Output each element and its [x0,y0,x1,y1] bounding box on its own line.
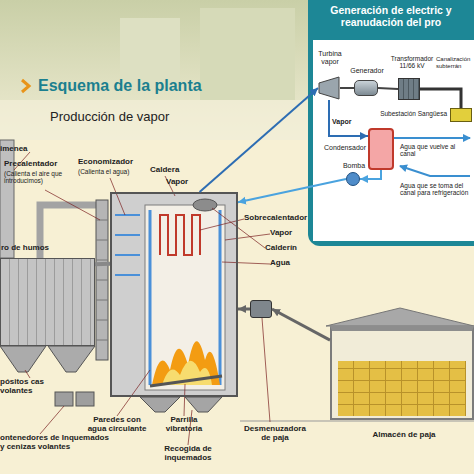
pump: Bomba [346,172,360,186]
node-label: Generador [347,67,387,75]
callout-label: Producción de vapor [50,110,220,125]
callout-label: Precalentador [4,160,84,169]
transformer: Transformador 11/66 kV [398,78,420,100]
callout-label: imenea [0,145,40,154]
connector [420,89,461,108]
leader-line [110,178,125,215]
connector [340,87,354,89]
node-label: Condensador [314,144,366,152]
connector [238,179,346,202]
callout-label: Vapor [166,178,196,187]
chimney [0,140,14,258]
connector [200,88,318,192]
callout-label: Paredes con agua circulante [86,416,148,434]
water-wall [150,210,220,385]
flue-gas-filter: ro de humos [0,258,95,346]
canal-intake-pipe [400,166,470,176]
callout-label: Vapor [270,229,300,238]
leader-line [117,370,150,416]
leader-line [262,318,270,422]
connector [95,262,110,266]
callout-label: Parrilla vibratoria [158,416,210,434]
inset-panel: Generación de electric y reanudación del… [308,0,474,246]
superheater-coil [160,215,200,255]
connector [360,170,381,179]
diagram-title: Esquema de la planta [38,77,298,95]
economizer-tubes [115,215,140,275]
straw-bales [338,361,466,416]
faded-building [200,8,295,100]
node-label: Turbina vapor [312,50,348,66]
leader-line [40,406,64,434]
bottom-hopper [140,397,222,412]
ash-bin [76,392,94,406]
generator: Generador [354,80,378,96]
ash-hopper [0,346,95,372]
callout-label: Calderín [265,244,310,253]
callout-label: Recogida de inquemados [156,445,220,463]
leader-line [184,384,185,416]
node-label: Bomba [339,162,369,170]
substation: Subestación Sangüesa [450,108,472,122]
callout-label: Economizador [78,158,143,167]
callout-label: (Calienta el aire que introducimos) [4,170,79,185]
leader-line [45,190,100,220]
connector [238,307,250,310]
straw-store: Almacén de paja [330,326,474,420]
preheater-tubes [96,220,108,340]
store-roof [326,308,474,326]
node-label: Caldera [150,166,210,175]
callout-label: (Calienta el agua) [78,168,143,175]
ground-line [240,421,474,422]
boiler: Caldera [110,192,238,397]
connector [272,309,330,340]
vibrating-grate [150,376,222,386]
node-label: Transformador 11/66 kV [389,55,435,70]
leader-line [212,208,265,248]
callout-label: pósitos cas volantes [0,378,52,396]
leader-line [14,152,30,170]
steam-turbine: Turbina vapor [318,76,340,100]
node-label: Desmenuzadora de paja [239,425,311,443]
faded-building [120,18,180,90]
straw-shredder: Desmenuzadora de paja [250,300,272,318]
callout-label: Agua [270,259,300,268]
condenser: Condensador [368,128,394,170]
title-chevron [22,80,29,92]
leader-line [188,410,192,445]
furnace [145,205,225,390]
leader-line [25,370,30,378]
leader-line [222,262,270,264]
node-label: ro de humos [1,244,96,253]
node-label: Generación de electric y reanudación del… [318,5,464,29]
boiler-body [110,192,238,397]
canal-return-pipe [394,137,470,139]
node-label: Almacén de paja [332,431,474,440]
preheater [96,200,108,360]
turbine-outline [319,77,339,99]
ash-bin [55,392,73,406]
connector [329,100,368,136]
connector [378,88,398,89]
turbine-shape [318,76,340,100]
callout-label: ontenedores de Inquemados y cenizas vola… [0,434,112,452]
node-label: Subestación Sangüesa [371,110,447,117]
